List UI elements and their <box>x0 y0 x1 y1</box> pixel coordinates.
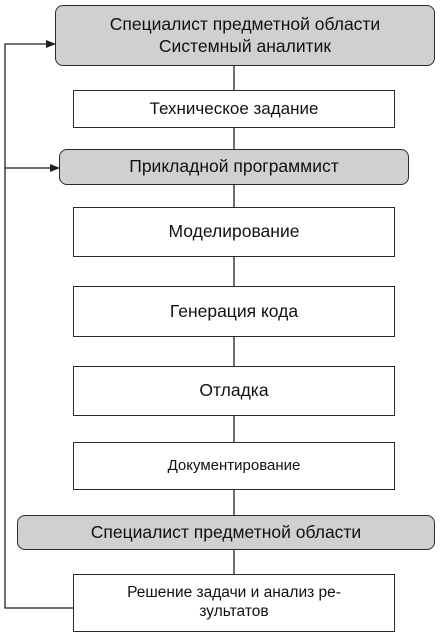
step-result-box: Решение задачи и анализ ре- зультатов <box>73 574 395 632</box>
role-analyst-box: Специалист предметной области Системный … <box>55 5 435 66</box>
step-spec-box: Техническое задание <box>73 90 395 128</box>
step-docs-label: Документирование <box>167 456 301 474</box>
role-domain-expert-box: Специалист предметной области <box>17 515 435 550</box>
step-modeling-box: Моделирование <box>73 207 395 257</box>
step-result-label: Решение задачи и анализ ре- зультатов <box>127 584 341 620</box>
step-docs-box: Документирование <box>73 442 395 490</box>
role-programmer-box: Прикладной программист <box>59 149 409 185</box>
role-domain-expert-label: Специалист предметной области <box>90 521 362 542</box>
feedback-line <box>4 40 73 609</box>
step-debug-box: Отладка <box>73 366 395 416</box>
role-analyst-label: Специалист предметной области Системный … <box>109 14 381 56</box>
step-debug-label: Отладка <box>199 380 269 401</box>
step-codegen-label: Генерация кода <box>169 300 299 321</box>
step-codegen-box: Генерация кода <box>73 286 395 337</box>
step-modeling-label: Моделирование <box>168 221 300 242</box>
role-programmer-label: Прикладной программист <box>129 156 339 177</box>
step-spec-label: Техническое задание <box>149 98 319 118</box>
